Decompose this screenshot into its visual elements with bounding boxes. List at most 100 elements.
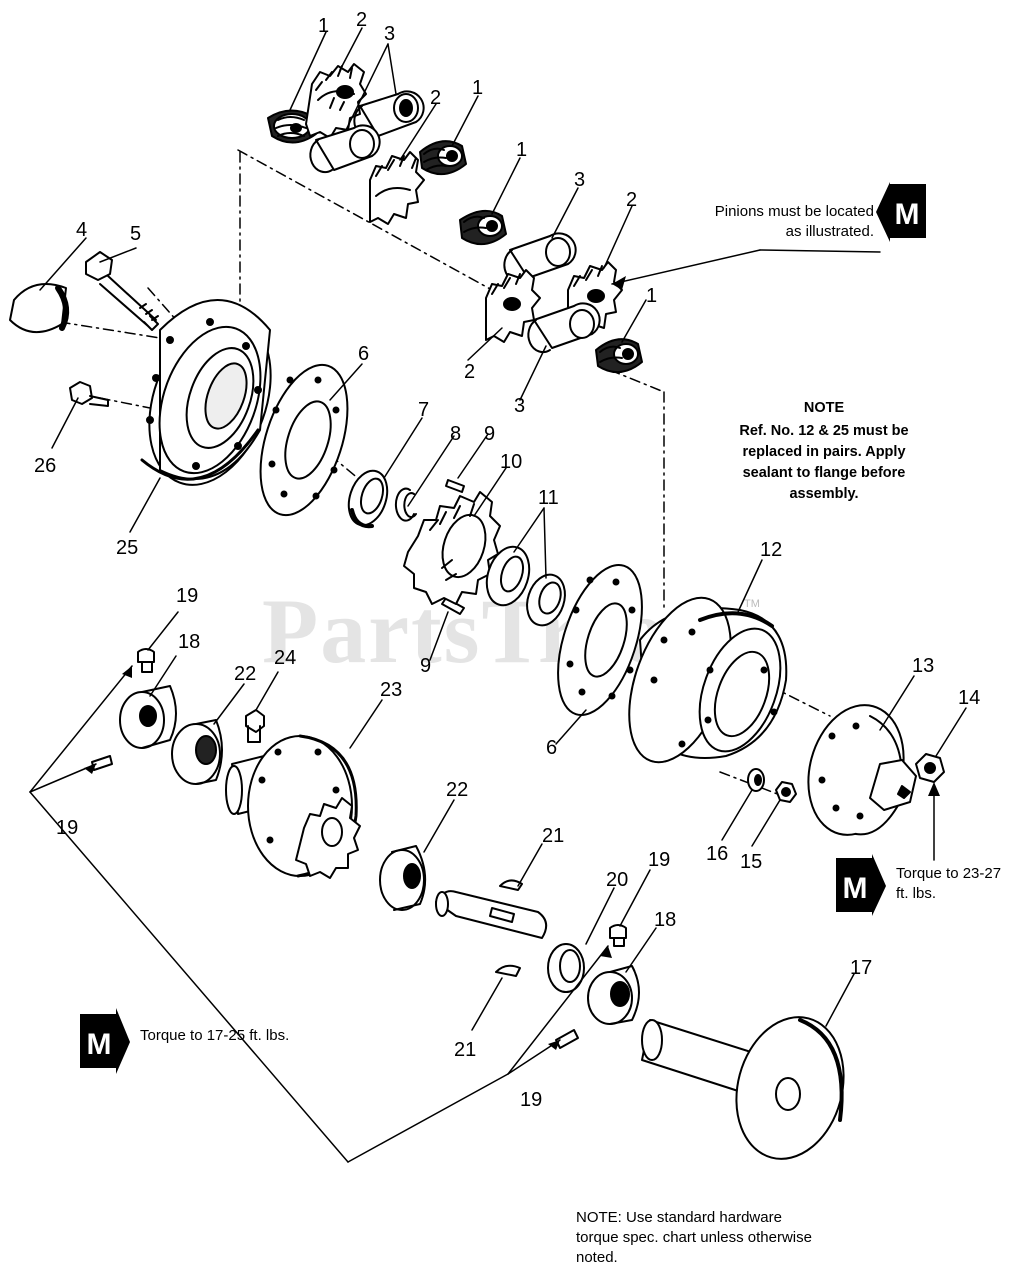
callout-8: 8 xyxy=(450,423,462,445)
callout-6: 6 xyxy=(546,737,558,759)
callout-9: 9 xyxy=(484,423,496,445)
part-shaft xyxy=(435,890,548,939)
callout-2: 2 xyxy=(430,87,442,109)
part-10-side-gear xyxy=(403,491,501,605)
callout-18: 18 xyxy=(178,631,201,653)
callout-12: 12 xyxy=(760,539,783,561)
part-9-key-b xyxy=(441,597,465,615)
m-badge-letter: M xyxy=(895,198,920,231)
part-24-grease-fitting xyxy=(245,709,265,743)
callout-17: 17 xyxy=(850,957,873,979)
callout-1: 1 xyxy=(318,15,330,37)
part-1-worm-a xyxy=(267,109,317,144)
callout-3: 3 xyxy=(514,395,526,417)
part-14-nut xyxy=(915,753,945,783)
part-18-collar-a xyxy=(119,685,177,749)
part-19-screw-b xyxy=(91,755,113,771)
part-20-washer xyxy=(547,943,585,993)
callout-13: 13 xyxy=(912,655,935,677)
part-1-worm-b xyxy=(419,140,467,175)
part-23-hub xyxy=(225,734,361,879)
callout-18: 18 xyxy=(654,909,677,931)
callout-14: 14 xyxy=(958,687,981,709)
callout-1: 1 xyxy=(472,77,484,99)
part-9-key-a xyxy=(445,479,465,493)
part-1-worm-d xyxy=(595,338,643,373)
replace-note: Ref. No. 12 & 25 must be replaced in pai… xyxy=(739,423,909,502)
note-heading: NOTE xyxy=(803,400,845,416)
m-badge-letter: M xyxy=(87,1028,112,1061)
callout-23: 23 xyxy=(380,679,403,701)
callout-19: 19 xyxy=(520,1089,543,1111)
part-4-cap xyxy=(9,283,70,333)
part-8-snap-ring xyxy=(394,487,417,522)
callout-11: 11 xyxy=(538,487,559,509)
callout-19: 19 xyxy=(648,849,671,871)
callout-15: 15 xyxy=(740,851,763,873)
part-3-spacer-a xyxy=(353,90,425,140)
part-15-nut xyxy=(775,781,797,803)
m-badge-arrow-right-lower: M xyxy=(80,1006,130,1074)
callout-22: 22 xyxy=(234,663,257,685)
part-2-pinion-d xyxy=(485,269,541,343)
m-badge-arrow-right: M xyxy=(836,852,886,916)
part-3-spacer-d xyxy=(527,302,601,354)
callout-4: 4 xyxy=(76,219,88,241)
part-16-washer xyxy=(747,768,765,792)
callout-3: 3 xyxy=(574,169,586,191)
part-1-worm-c xyxy=(459,209,507,245)
callout-21: 21 xyxy=(454,1039,477,1061)
callout-16: 16 xyxy=(706,843,729,865)
pinion-note: Pinions must be located as illustrated. xyxy=(714,203,874,240)
callout-21: 21 xyxy=(542,825,565,847)
callout-26: 26 xyxy=(34,455,57,477)
part-17-axle xyxy=(641,1016,845,1160)
callout-20: 20 xyxy=(606,869,629,891)
callout-10: 10 xyxy=(500,451,523,473)
part-3-spacer-c xyxy=(503,232,577,284)
part-7-ring xyxy=(347,469,389,529)
leader-lines xyxy=(29,27,967,1163)
part-11-washer-b xyxy=(526,573,566,627)
part-11-washer-a xyxy=(485,545,531,607)
hardware-note: NOTE: Use standard hardware torque spec.… xyxy=(576,1209,812,1266)
part-21-key-b xyxy=(495,964,521,977)
part-25-housing xyxy=(140,299,272,486)
torque-note-left: Torque to 17-25 ft. lbs. xyxy=(140,1027,290,1044)
callout-6: 6 xyxy=(358,343,370,365)
callout-1: 1 xyxy=(516,139,528,161)
callout-9: 9 xyxy=(420,655,432,677)
part-2-pinion-a xyxy=(305,63,367,139)
part-22-bushing-b xyxy=(379,845,427,911)
m-badge-letter: M xyxy=(843,872,868,905)
part-6-plate-left xyxy=(259,363,349,517)
part-19-screw-c xyxy=(609,924,627,947)
callout-2: 2 xyxy=(356,9,368,31)
callout-7: 7 xyxy=(418,399,430,421)
part-26-bolt xyxy=(69,381,109,407)
callout-2: 2 xyxy=(464,361,476,383)
arrowheads xyxy=(84,276,940,1050)
part-2-pinion-b xyxy=(369,151,425,225)
callout-25: 25 xyxy=(116,537,139,559)
part-22-bushing-a xyxy=(171,719,223,785)
part-5-bolt xyxy=(85,251,159,331)
part-19-screw-a xyxy=(137,648,155,673)
part-12-housing xyxy=(628,596,788,764)
callout-19: 19 xyxy=(176,585,199,607)
callout-24: 24 xyxy=(274,647,297,669)
m-badge-arrow-left: M xyxy=(876,180,926,242)
part-21-key-a xyxy=(499,879,523,891)
callout-22: 22 xyxy=(446,779,469,801)
torque-note-right: Torque to 23-27 ft. lbs. xyxy=(896,865,1002,902)
watermark-trademark: TM xyxy=(744,598,760,610)
callout-1: 1 xyxy=(646,285,658,307)
callout-2: 2 xyxy=(626,189,638,211)
part-3-spacer-b xyxy=(309,124,381,174)
part-19-screw-d xyxy=(555,1029,579,1049)
callout-3: 3 xyxy=(384,23,396,45)
part-18-collar-b xyxy=(587,965,640,1025)
part-6-plate-right xyxy=(557,563,643,717)
